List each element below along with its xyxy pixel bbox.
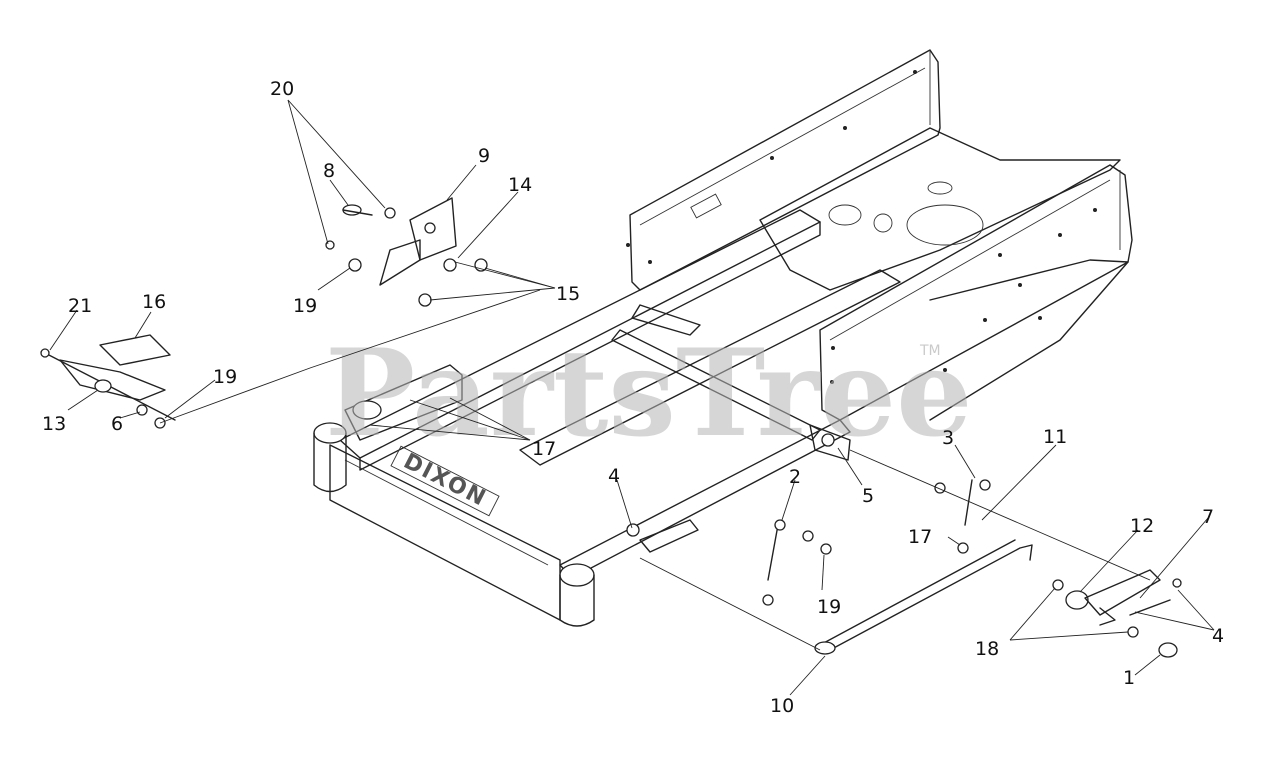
callout-3: 3 (942, 427, 954, 449)
callout-8: 8 (323, 160, 335, 182)
frame-holes (626, 70, 1097, 384)
pedal-bracket-assembly (325, 197, 488, 307)
callout-19: 19 (293, 295, 317, 317)
callout-13: 13 (42, 413, 66, 435)
callout-9: 9 (478, 145, 490, 167)
callout-19: 19 (817, 596, 841, 618)
foot-pedal-assembly (40, 334, 176, 429)
callout-17: 17 (532, 438, 556, 460)
callout-4: 4 (1212, 625, 1224, 647)
callout-21: 21 (68, 295, 92, 317)
callout-6: 6 (111, 413, 123, 435)
callout-1: 1 (1123, 667, 1135, 689)
leader-lines (49, 99, 1215, 696)
callout-11: 11 (1043, 426, 1067, 448)
callout-17: 17 (908, 526, 932, 548)
callout-5: 5 (862, 485, 874, 507)
callout-4: 4 (608, 465, 620, 487)
callout-19: 19 (213, 366, 237, 388)
callout-20: 20 (270, 78, 294, 100)
callout-7: 7 (1202, 506, 1214, 528)
callout-18: 18 (975, 638, 999, 660)
watermark-text: PartsTree (325, 323, 972, 464)
callout-12: 12 (1130, 515, 1154, 537)
callout-15: 15 (556, 283, 580, 305)
watermark-trademark: TM (919, 343, 941, 359)
callout-10: 10 (770, 695, 794, 717)
callout-2: 2 (789, 466, 801, 488)
callout-16: 16 (142, 291, 166, 313)
callout-labels: 20 8 9 14 19 15 21 16 19 13 6 17 4 2 5 3… (42, 78, 1224, 717)
linkage-assembly (626, 479, 1182, 658)
partstree-watermark: PartsTree TM (325, 323, 972, 464)
callout-14: 14 (508, 174, 532, 196)
